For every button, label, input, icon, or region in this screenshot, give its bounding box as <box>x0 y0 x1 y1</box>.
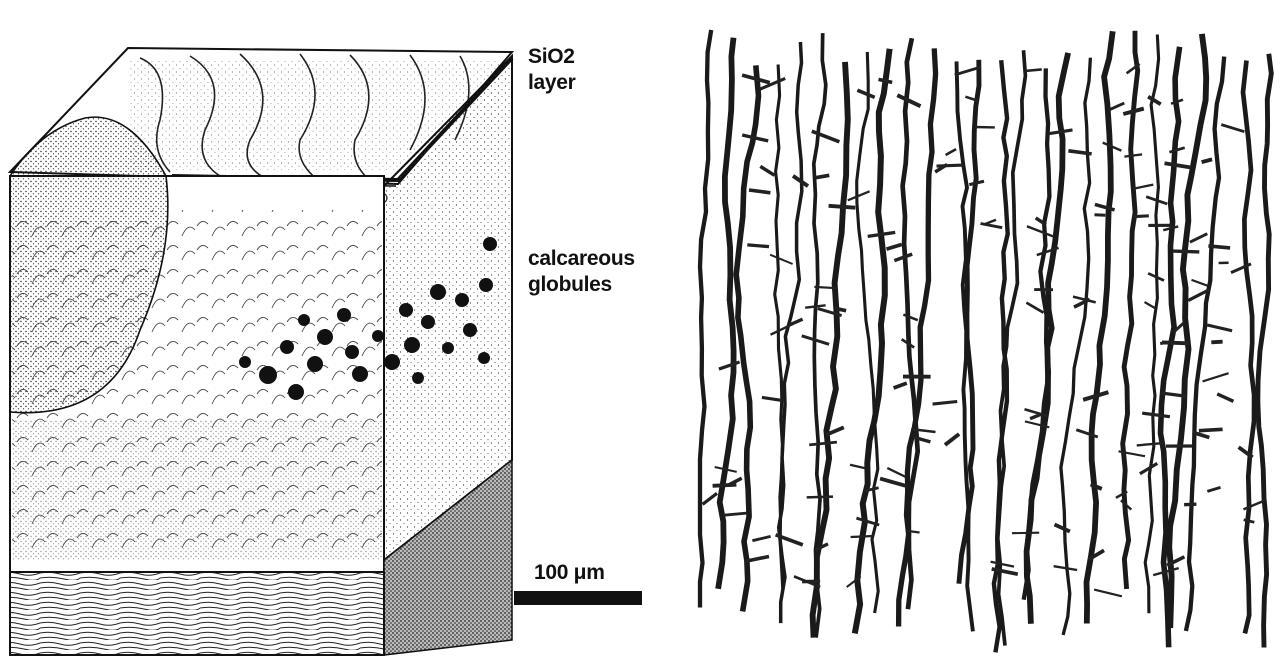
crack-branch <box>1207 487 1220 491</box>
front-stipple <box>12 420 382 560</box>
crack-branch <box>1055 525 1070 532</box>
crack-branch <box>814 287 837 288</box>
crack-line <box>857 52 879 613</box>
crack-branch <box>1133 216 1149 217</box>
crack-branch <box>719 362 740 369</box>
crack-branch <box>713 485 737 486</box>
crack-branch <box>1202 159 1213 162</box>
crack-branch <box>835 308 846 310</box>
crack-branch <box>771 324 794 335</box>
crack-branch <box>1184 504 1196 505</box>
crack-branch <box>807 497 833 498</box>
crack-branch <box>809 442 837 445</box>
fibrous-base-layer <box>10 572 384 655</box>
crack-branch <box>937 165 964 166</box>
crack-line <box>700 30 711 608</box>
crack-branch <box>1243 501 1264 510</box>
crack-branch <box>1203 373 1229 381</box>
crack-branch <box>1137 443 1164 445</box>
scale-label: 100 μm <box>534 560 605 586</box>
crack-branch <box>1207 325 1232 331</box>
crack-branch <box>1133 185 1153 189</box>
crack-line <box>1145 35 1158 614</box>
crack-branch <box>1173 251 1199 252</box>
crack-branch <box>880 479 907 487</box>
crack-line <box>1243 61 1254 634</box>
crack-branch <box>805 305 825 307</box>
crack-branch <box>1208 246 1230 248</box>
crack-branch <box>829 206 856 208</box>
crack-branch <box>1108 103 1124 110</box>
crack-branch <box>752 536 770 540</box>
crack-branch <box>1027 226 1053 236</box>
crack-branch <box>894 383 907 388</box>
crack-branch <box>760 166 774 175</box>
crack-branch <box>887 245 902 250</box>
crack-line <box>1258 54 1272 648</box>
crack-branch <box>1160 342 1173 344</box>
crack-branch <box>969 181 984 184</box>
crack-branch <box>1145 302 1155 308</box>
sio2-label-line2: layer <box>528 70 576 96</box>
crack-branch <box>816 175 830 177</box>
crack-branch <box>749 190 770 193</box>
calcareous-label-line2: globules <box>528 272 635 298</box>
crack-branch <box>850 465 865 468</box>
crack-line <box>1024 68 1050 599</box>
crack-branch <box>868 232 896 236</box>
crack-network-drawing <box>700 30 1271 652</box>
sio2-layer-label: SiO2 layer <box>528 44 576 96</box>
crack-branch <box>1124 154 1142 156</box>
crack-branch <box>1199 429 1223 430</box>
crack-branch <box>933 402 958 405</box>
crack-branch <box>1190 234 1207 243</box>
crack-line <box>736 65 758 611</box>
crack-branch <box>1012 533 1039 534</box>
crack-branch <box>747 245 769 247</box>
sio2-label-line1: SiO2 <box>528 44 576 70</box>
crack-branch <box>1094 590 1122 597</box>
crack-branch <box>723 513 747 515</box>
crack-branch <box>946 149 957 155</box>
crack-branch <box>945 434 959 445</box>
crack-branch <box>991 562 1014 567</box>
crack-branch <box>851 536 874 537</box>
crack-branch <box>770 255 793 264</box>
crack-branch <box>848 191 870 200</box>
crack-branch <box>1123 109 1144 114</box>
crack-line <box>899 48 936 626</box>
crack-branch <box>1221 125 1244 132</box>
crack-branch <box>1142 413 1170 417</box>
crack-branch <box>1026 303 1043 313</box>
scale-bar <box>514 591 642 605</box>
crack-branch <box>1211 342 1222 343</box>
crack-branch <box>1025 69 1042 71</box>
crack-branch <box>762 397 782 400</box>
crack-branch <box>1192 280 1209 286</box>
crack-branch <box>981 224 1003 228</box>
crack-branch <box>879 79 893 82</box>
crack-branch <box>1049 130 1072 134</box>
crack-branch <box>1095 215 1106 216</box>
crack-branch <box>887 468 906 477</box>
crack-branch <box>857 90 874 97</box>
crack-branch <box>1165 163 1192 167</box>
crack-branch <box>703 493 717 504</box>
crack-line <box>1087 31 1113 623</box>
calcareous-globules-label: calcareous globules <box>528 246 635 298</box>
crack-branch <box>1030 414 1041 418</box>
crack-line <box>718 38 734 589</box>
crack-branch <box>1217 394 1233 401</box>
calcareous-label-line1: calcareous <box>528 246 635 272</box>
soil-block-diagram <box>10 48 512 655</box>
